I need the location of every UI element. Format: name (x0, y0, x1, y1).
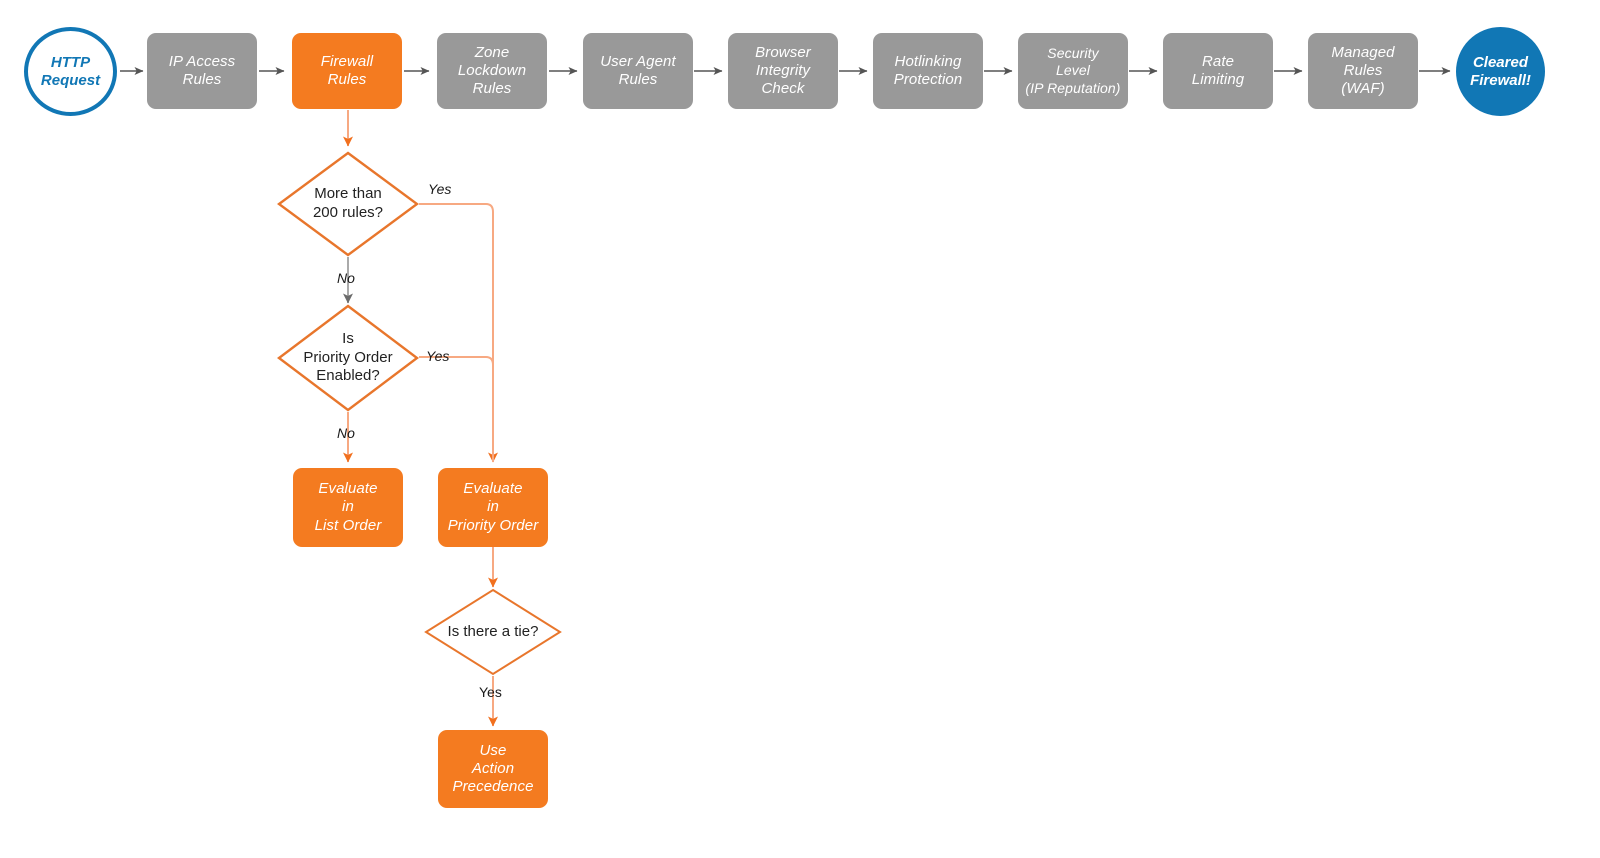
node-more-than-200-rules[interactable]: More than 200 rules? (277, 151, 419, 257)
diamond-shape (277, 304, 419, 412)
node-zone-lockdown-rules[interactable]: Zone Lockdown Rules (437, 33, 547, 109)
node-label: Rate Limiting (1191, 52, 1245, 88)
node-label: Evaluate in Priority Order (447, 480, 539, 534)
node-user-agent-rules[interactable]: User Agent Rules (583, 33, 693, 109)
node-label: Cleared Firewall! (1470, 53, 1531, 89)
edge-label-yes-tie: Yes (479, 684, 502, 700)
node-http-request[interactable]: HTTP Request (24, 27, 117, 116)
node-managed-rules-waf[interactable]: Managed Rules (WAF) (1308, 33, 1418, 109)
node-label: Firewall Rules (320, 52, 374, 88)
node-cleared-firewall[interactable]: Cleared Firewall! (1456, 27, 1545, 116)
node-label: Security Level (IP Reputation) (1025, 45, 1121, 96)
edge-label-yes-priority-order: Yes (426, 348, 450, 364)
edge-decision2-yes (419, 356, 494, 462)
node-label: Is Priority Order Enabled? (303, 329, 393, 385)
node-label: HTTP Request (40, 53, 101, 89)
node-label: Hotlinking Protection (893, 52, 963, 88)
diamond-shape (424, 588, 562, 676)
node-use-action-precedence[interactable]: Use Action Precedence (438, 730, 548, 808)
node-rate-limiting[interactable]: Rate Limiting (1163, 33, 1273, 109)
edge-label-no-priority-order: No (337, 425, 355, 441)
node-label: IP Access Rules (168, 52, 236, 88)
edge-label-no-more-than-200: No (337, 270, 355, 286)
node-label: Managed Rules (WAF) (1331, 43, 1395, 98)
node-label: Zone Lockdown Rules (457, 43, 527, 98)
node-evaluate-in-priority-order[interactable]: Evaluate in Priority Order (438, 468, 548, 547)
node-ip-access-rules[interactable]: IP Access Rules (147, 33, 257, 109)
node-hotlinking-protection[interactable]: Hotlinking Protection (873, 33, 983, 109)
node-firewall-rules[interactable]: Firewall Rules (292, 33, 402, 109)
node-is-there-a-tie[interactable]: Is there a tie? (424, 588, 562, 676)
node-evaluate-in-list-order[interactable]: Evaluate in List Order (293, 468, 403, 547)
node-browser-integrity-check[interactable]: Browser Integrity Check (728, 33, 838, 109)
edge-label-yes-more-than-200: Yes (428, 181, 452, 197)
node-label: Browser Integrity Check (755, 43, 811, 98)
node-label: Evaluate in List Order (314, 480, 382, 534)
node-is-priority-order-enabled[interactable]: Is Priority Order Enabled? (277, 304, 419, 412)
diamond-shape (277, 151, 419, 257)
node-label: User Agent Rules (600, 52, 676, 88)
node-label: Is there a tie? (447, 622, 539, 640)
node-label: More than 200 rules? (312, 185, 384, 221)
node-label: Use Action Precedence (452, 741, 534, 796)
edge-decision1-yes (419, 203, 498, 463)
node-security-level[interactable]: Security Level (IP Reputation) (1018, 33, 1128, 109)
